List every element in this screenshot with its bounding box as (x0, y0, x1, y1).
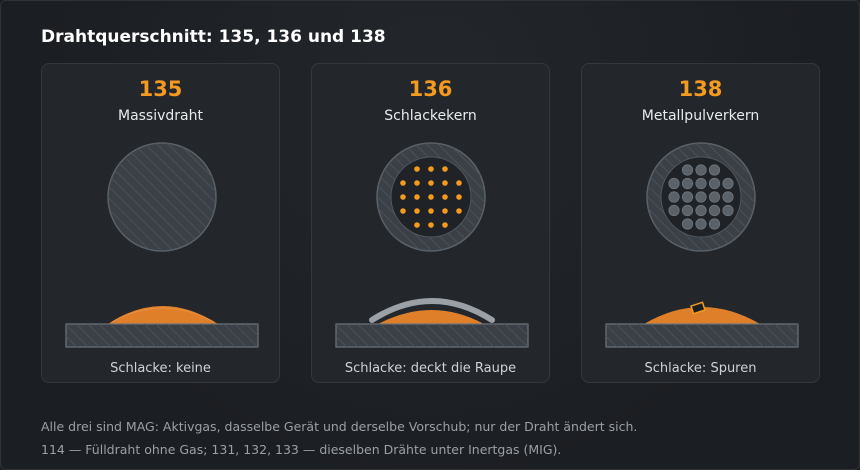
card-138-metal-cored-wire: 138 Metallpulverkern Schlacke (581, 63, 820, 383)
metal-powder-dots (668, 164, 734, 230)
flux-dot (456, 194, 462, 200)
metal-powder-dot (708, 177, 721, 190)
metal-powder-dot (722, 191, 734, 203)
diagram-title: Drahtquerschnitt: 135, 136 und 138 (41, 27, 386, 47)
wire-type-label: Metallpulverkern (641, 108, 760, 124)
solid-wire-illustration (65, 142, 259, 348)
flux-dot (428, 180, 434, 186)
process-number: 138 (678, 77, 723, 101)
metal-powder-dot (681, 164, 694, 176)
slag-layer (369, 298, 495, 323)
slag-label: Schlacke: Spuren (644, 361, 757, 376)
metal-powder-dot (668, 191, 680, 203)
metal-powder-dot (722, 204, 734, 217)
flux-dot (442, 180, 448, 186)
slag-label: Schlacke: keine (110, 361, 211, 376)
flux-dot (414, 222, 420, 228)
flux-dot (442, 222, 448, 228)
flux-dot (456, 180, 462, 186)
metal-powder-dot (708, 191, 721, 203)
weld-bead (378, 310, 484, 324)
metal-powder-dot (708, 164, 721, 176)
metal-powder-dot (681, 218, 694, 230)
base-plate (65, 323, 259, 348)
flux-cored-wire-illustration (335, 142, 529, 348)
wire-type-label: Massivdraht (117, 108, 203, 124)
metal-powder-dot (695, 191, 707, 203)
wire-type-label: Schlackekern (384, 108, 477, 124)
flux-dot (400, 194, 406, 200)
base-plate (335, 323, 529, 348)
flux-dot (428, 194, 434, 200)
metal-powder-dot (695, 204, 707, 217)
flux-dot (428, 222, 434, 228)
flux-dot (428, 166, 434, 172)
weld-bead (644, 307, 760, 324)
metal-powder-dot (681, 177, 694, 190)
metal-powder-dot (695, 218, 707, 230)
flux-dot (428, 208, 434, 214)
flux-dot (414, 166, 420, 172)
metal-cored-wire-illustration (605, 142, 799, 348)
footer-note-2: 114 — Fülldraht ohne Gas; 131, 132, 133 … (41, 442, 562, 457)
metal-powder-dot (681, 204, 694, 217)
metal-powder-dot (722, 177, 734, 190)
metal-powder-dot (695, 177, 707, 190)
process-number: 135 (138, 77, 183, 101)
flux-dot (414, 208, 420, 214)
card-136-flux-cored-wire: 136 Schlackekern Schlacke: deckt die Rau… (311, 63, 550, 383)
flux-dot (414, 180, 420, 186)
flux-dot (442, 208, 448, 214)
base-plate (605, 323, 799, 348)
flux-dot (414, 194, 420, 200)
metal-powder-dot (695, 164, 707, 176)
metal-powder-dot (681, 191, 694, 203)
flux-core-dots (400, 166, 462, 228)
footer-note-1: Alle drei sind MAG: Aktivgas, dasselbe G… (41, 419, 638, 434)
wire-cross-section (107, 142, 217, 252)
metal-powder-dot (708, 218, 721, 230)
flux-dot (400, 180, 406, 186)
card-135-solid-wire: 135 Massivdraht Schlacke: keine (41, 63, 280, 383)
flux-dot (400, 208, 406, 214)
flux-dot (442, 194, 448, 200)
process-number: 136 (408, 77, 453, 101)
flux-dot (456, 208, 462, 214)
metal-powder-dot (668, 177, 680, 190)
metal-powder-dot (668, 204, 680, 217)
flux-dot (442, 166, 448, 172)
weld-bead (108, 306, 218, 324)
slag-label: Schlacke: deckt die Raupe (344, 361, 517, 376)
slag-island (690, 301, 706, 315)
metal-powder-dot (708, 204, 721, 217)
